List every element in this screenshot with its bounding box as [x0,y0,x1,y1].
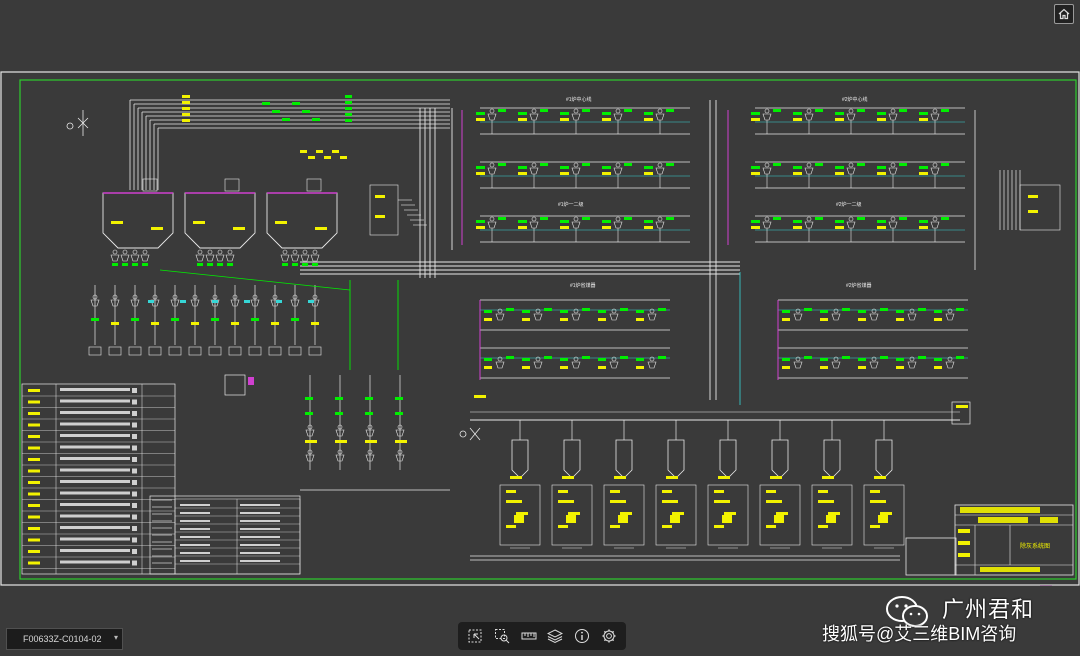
layers-button[interactable] [545,626,565,646]
bottom-bar: F00633Z-C0104-02 ▾ [0,620,1080,656]
section-label-3: #1炉一二级 [558,201,584,208]
wechat-logo-icon [886,596,928,627]
drawing-canvas[interactable]: #1炉中心线 #2炉中心线 #1炉一二级 #2炉一二级 #1炉省煤器 #2炉省煤… [0,0,1080,620]
schematic-diagram [21,95,1061,575]
section-label-5: #1炉省煤器 [570,282,596,289]
measure-ruler-icon [521,632,537,640]
section-label-1: #1炉中心线 [566,96,592,103]
home-icon [1058,8,1070,20]
viewer-toolbar [458,622,626,650]
watermark-source: 搜狐号@艾三维BIM咨询 [822,624,1017,644]
section-label-4: #2炉一二级 [836,201,862,208]
settings-button[interactable] [599,626,619,646]
layers-icon [547,629,564,644]
measure-button[interactable] [519,626,539,646]
chevron-down-icon: ▾ [113,633,118,642]
info-icon [574,629,589,643]
section-label-6: #2炉省煤器 [846,282,872,289]
section-label-2: #2炉中心线 [842,96,868,103]
settings-gear-icon [602,629,616,643]
title-block-title: 除灰系统图 [1020,542,1050,550]
drawing-frame [19,79,1077,580]
title-block: 除灰系统图 ——— [905,504,1074,587]
watermark-brand: 广州君和 [942,597,1035,622]
sheet-border [0,71,1080,586]
box-select-icon [468,629,482,643]
watermark-logo [884,594,934,630]
box-select-button[interactable] [465,626,485,646]
svg-text:———: ——— [1040,582,1052,587]
info-button[interactable] [572,626,592,646]
home-button[interactable] [1054,4,1074,24]
sheet-selector[interactable]: F00633Z-C0104-02 ▾ [6,628,123,650]
sheet-selector-value: F00633Z-C0104-02 [23,634,102,644]
box-zoom-icon [494,629,510,644]
box-zoom-button[interactable] [492,626,512,646]
